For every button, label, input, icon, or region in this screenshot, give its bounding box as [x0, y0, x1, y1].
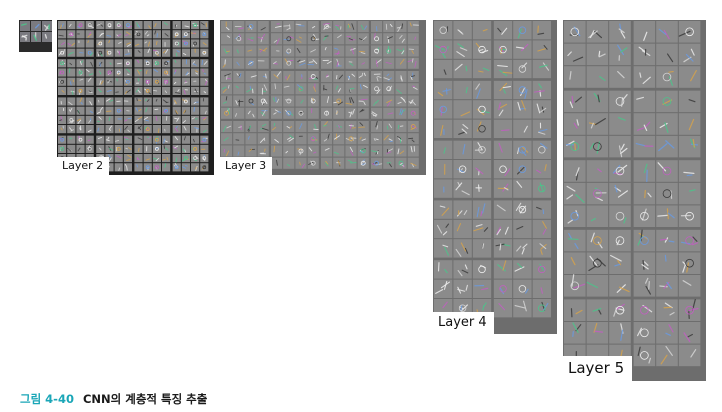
- layer3-features-panel: Layer 3: [220, 20, 426, 175]
- layer2-features-panel: Layer 2: [57, 20, 214, 175]
- layer2-features-image: [57, 20, 214, 175]
- layer3-features-image: [220, 20, 426, 175]
- layer5-features-panel: Layer 5: [563, 20, 706, 381]
- layer4-features-panel: Layer 4: [433, 20, 557, 334]
- layer1-filters-panel: [19, 20, 52, 52]
- layer3-label: Layer 3: [220, 157, 272, 175]
- figure-number: 그림 4-40: [20, 392, 74, 406]
- layer2-label: Layer 2: [57, 157, 109, 175]
- figure-caption: 그림 4-40 CNN의 계층적 특징 추출: [20, 394, 207, 406]
- layer4-label: Layer 4: [433, 312, 494, 334]
- layer4-features-image: [433, 20, 557, 334]
- layer1-filters-image: [19, 20, 52, 52]
- layer5-label: Layer 5: [563, 356, 632, 381]
- figure-title: CNN의 계층적 특징 추출: [83, 392, 207, 406]
- layer5-features-image: [563, 20, 706, 381]
